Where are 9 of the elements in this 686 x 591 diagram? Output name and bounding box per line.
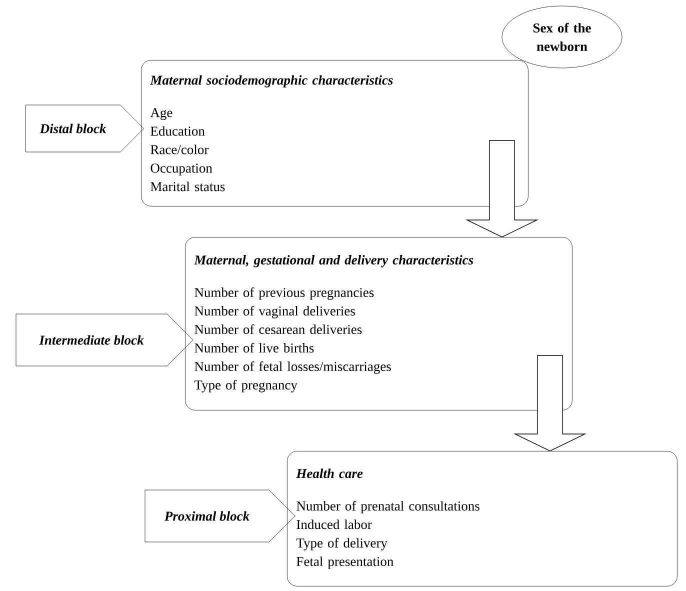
- block-arrow: [465, 140, 539, 238]
- ellipse-node: Sex of the newborn: [502, 6, 622, 68]
- text-box: Maternal, gestational and delivery characteristics Number of previous pregnancies Number of vaginal deliveries Number of cesarean deliveries Number of live births Number of fetal losses/miscarriages Type of pregnancy: [185, 237, 572, 410]
- block-label: Intermediate block: [16, 314, 194, 366]
- block-arrow: [513, 355, 587, 452]
- block-label: Distal block: [26, 104, 144, 152]
- block-label: Proximal block: [144, 490, 296, 542]
- text-box: Maternal sociodemographic characteristics Age Education Race/color Occupation Marital status: [141, 60, 528, 206]
- text-box: Health care Number of prenatal consultations Induced labor Type of delivery Fetal presentation: [287, 451, 678, 586]
